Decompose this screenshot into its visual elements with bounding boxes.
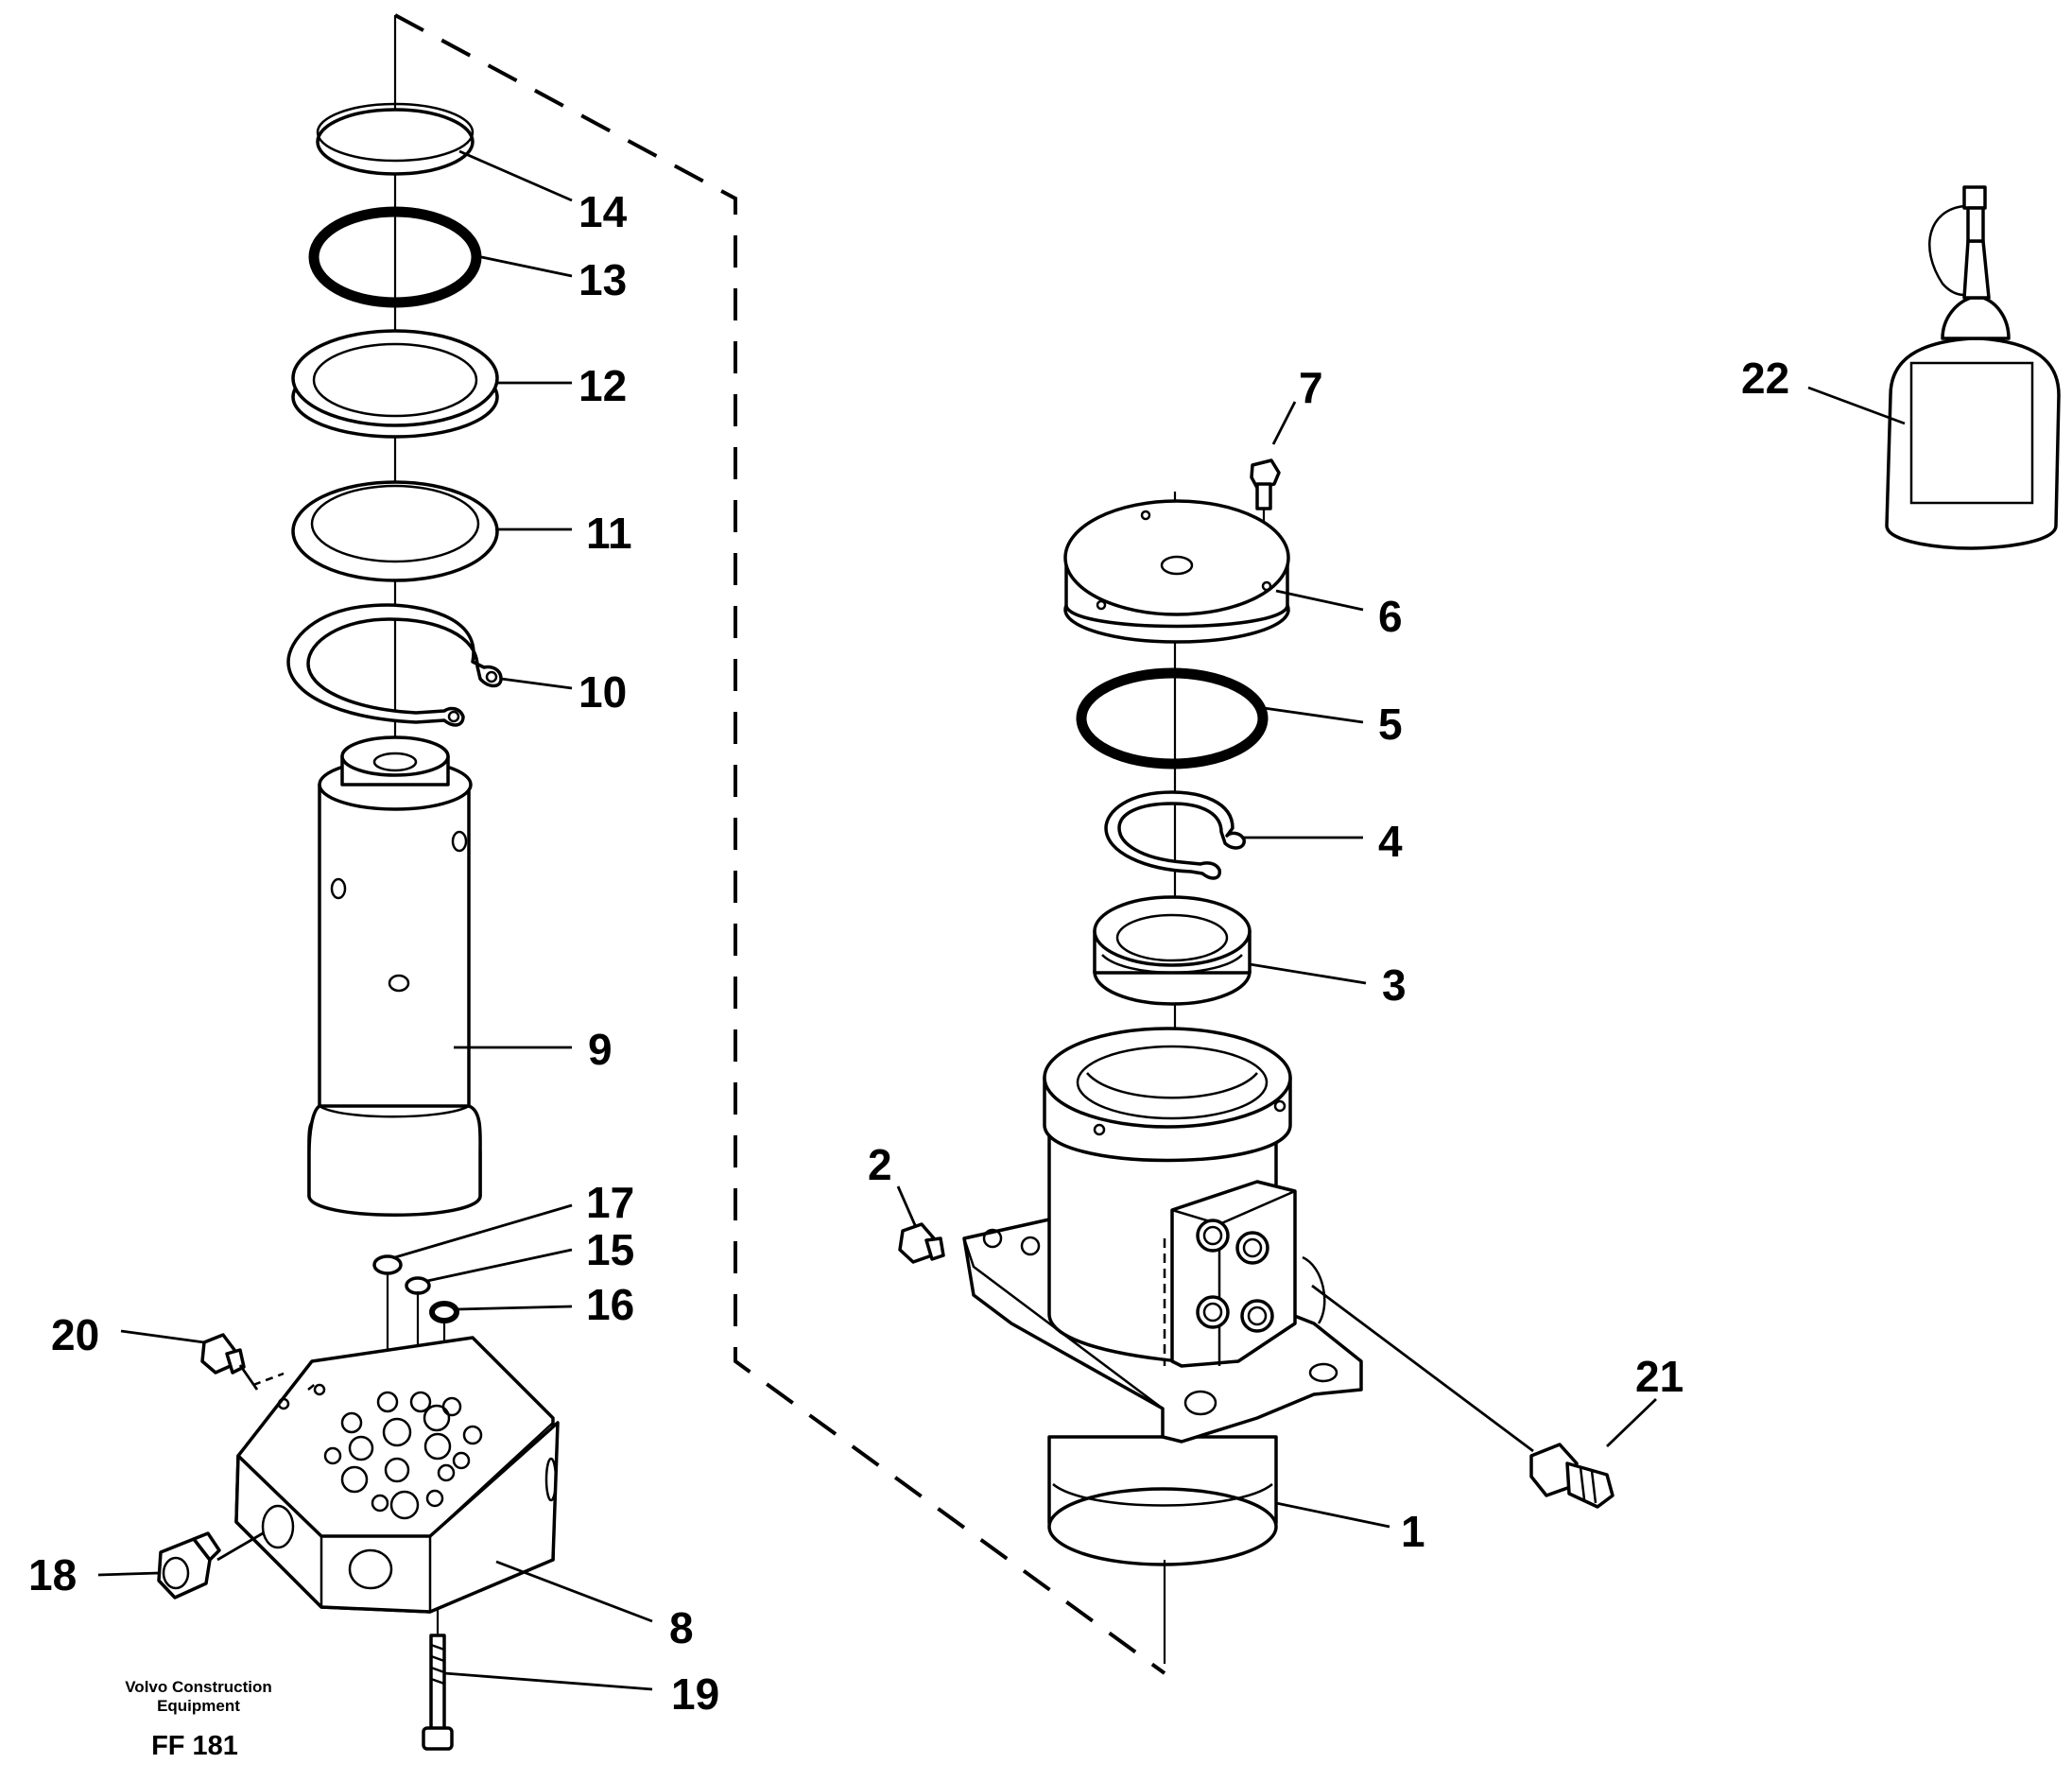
part-19-bolt [422, 1607, 454, 1751]
part-9-piston [307, 735, 482, 1217]
callout-19: 19 [671, 1669, 719, 1719]
callout-11: 11 [586, 509, 632, 558]
callout-13: 13 [578, 255, 627, 304]
callout-5: 5 [1378, 700, 1403, 749]
leader-lines [97, 149, 1906, 1691]
callout-7: 7 [1299, 363, 1323, 412]
callout-12: 12 [578, 361, 627, 410]
part-22-bottle [1885, 185, 2061, 550]
callout-8: 8 [669, 1603, 694, 1652]
part-17-seal-ring [372, 1254, 403, 1275]
callout-22: 22 [1741, 354, 1789, 403]
part-3-bearing [1093, 895, 1252, 1006]
part-6-cover-plate [1063, 499, 1290, 644]
credit-line-2: Equipment [157, 1697, 240, 1715]
part-2-plug [898, 1222, 945, 1264]
part-21-fitting [1311, 1284, 1614, 1509]
part-15-seal-ring [405, 1276, 431, 1295]
callout-18: 18 [28, 1550, 77, 1599]
part-1-swivel-housing [962, 1027, 1363, 1664]
callout-6: 6 [1378, 592, 1403, 641]
part-4-circlip [1104, 790, 1246, 880]
part-12-seal [291, 329, 499, 439]
callout-10: 10 [578, 667, 627, 717]
assembly-dashed-line [394, 13, 1166, 1675]
figure-code: FF 181 [151, 1731, 238, 1761]
callout-2: 2 [868, 1140, 892, 1189]
part-5-o-ring [1076, 667, 1269, 769]
callout-16: 16 [586, 1280, 634, 1329]
part-16-o-ring [429, 1301, 459, 1323]
part-11-ring [291, 480, 499, 582]
callout-labels: 14 13 12 11 10 9 17 15 16 20 18 8 19 7 6… [28, 187, 1789, 1719]
part-10-circlip [286, 603, 503, 727]
callout-9: 9 [588, 1025, 613, 1074]
callout-14: 14 [578, 187, 628, 236]
part-18-plug [157, 1531, 264, 1599]
callout-1: 1 [1401, 1507, 1425, 1556]
part-8-valve-block [234, 1336, 560, 1614]
credit-line-1: Volvo Construction [125, 1678, 272, 1696]
callout-20: 20 [51, 1310, 99, 1359]
part-14-ring [316, 102, 475, 176]
callout-4: 4 [1378, 817, 1403, 866]
callout-17: 17 [586, 1178, 634, 1227]
callout-15: 15 [586, 1225, 634, 1274]
callout-3: 3 [1382, 960, 1407, 1010]
part-20-plug [200, 1333, 259, 1391]
callout-21: 21 [1635, 1352, 1684, 1401]
